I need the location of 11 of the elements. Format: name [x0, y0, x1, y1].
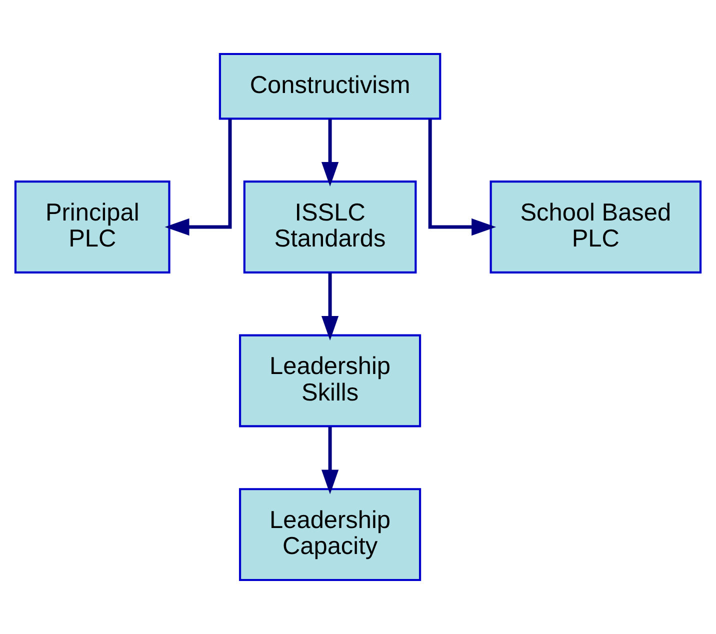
node-box: ISSLC Standards: [243, 180, 417, 274]
arrow: [428, 118, 496, 236]
node-box: Leadership Skills: [239, 334, 422, 428]
arrow: [321, 426, 339, 494]
node-box: Principal PLC: [14, 180, 170, 274]
node-box: School Based PLC: [490, 180, 702, 274]
node-box: Constructivism: [218, 52, 442, 120]
arrow: [321, 273, 339, 340]
arrow: [164, 118, 232, 236]
node-box: Leadership Capacity: [239, 488, 422, 582]
arrow: [321, 118, 339, 187]
